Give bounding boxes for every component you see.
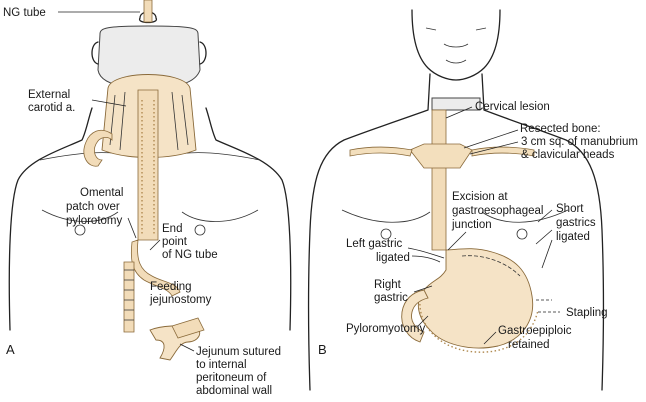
label-excision-1: Excision at bbox=[452, 191, 508, 203]
label-omental-2: patch over bbox=[66, 201, 120, 213]
panel-a-torso-outline bbox=[8, 107, 292, 331]
label-right-gastric-2: gastric bbox=[374, 292, 408, 304]
panel-a-left-nipple bbox=[74, 224, 86, 236]
panel-b-duodenum bbox=[401, 289, 429, 343]
label-omental-1: Omental bbox=[80, 187, 123, 199]
panel-b-stapling-line bbox=[461, 255, 521, 277]
leader-external-carotid bbox=[91, 99, 127, 107]
panel-b-cervical-region bbox=[431, 97, 481, 111]
label-gastroepiploic-2: retained bbox=[508, 339, 550, 351]
label-feeding-2: jejunostomy bbox=[149, 294, 212, 306]
label-jejunum-3: peritoneum of bbox=[196, 372, 267, 384]
panel-b-chest-lines bbox=[341, 209, 569, 223]
panel-label-b: B bbox=[318, 342, 327, 357]
leader-end-point bbox=[149, 239, 161, 251]
label-excision-3: junction bbox=[451, 219, 492, 231]
panel-a-jejunal-tube bbox=[123, 261, 135, 333]
label-left-gastric-2: ligated bbox=[376, 252, 410, 264]
label-cervical-lesion: Cervical lesion bbox=[475, 101, 550, 113]
panel-a-neck-fibers bbox=[109, 91, 189, 151]
label-excision-2: gastroesophageal bbox=[452, 205, 543, 217]
label-jejunum-2: to internal bbox=[196, 359, 247, 371]
leader-short-gastrics bbox=[535, 209, 553, 269]
label-end-point-3: of NG tube bbox=[162, 249, 218, 261]
label-jejunum-4: abdominal wall bbox=[196, 385, 272, 397]
panel-a-tube-marks bbox=[124, 269, 134, 321]
label-omental-3: pylorotomy bbox=[66, 215, 122, 227]
panel-b-esophagus bbox=[431, 109, 447, 251]
label-stapling: Stapling bbox=[566, 307, 608, 319]
leader-excision bbox=[447, 231, 467, 251]
panel-b-right-nipple bbox=[516, 228, 528, 240]
leader-cervical-lesion bbox=[445, 106, 473, 119]
panel-a-right-nipple bbox=[194, 224, 206, 236]
panel-a-ng-tube bbox=[143, 0, 153, 23]
leader-omental bbox=[127, 217, 137, 239]
panel-a-jejunostomy-tube bbox=[171, 317, 205, 339]
leader-gastroepiploic bbox=[483, 331, 497, 345]
panel-b-clavicle-left bbox=[349, 146, 413, 157]
panel-a-external-carotid-tube bbox=[83, 129, 113, 167]
panel-b-figure bbox=[307, 9, 605, 391]
panel-a-conduit-sutures bbox=[141, 100, 155, 236]
leader-resected-bone bbox=[463, 129, 519, 155]
label-ng-tube: NG tube bbox=[3, 7, 46, 19]
leader-right-gastric bbox=[413, 285, 433, 293]
panel-label-a: A bbox=[6, 342, 15, 357]
leader-pyloromyotomy bbox=[417, 315, 429, 327]
panel-b-left-nipple bbox=[380, 228, 392, 240]
label-external-carotid-2: carotid a. bbox=[28, 102, 75, 114]
panel-a-gastric-tube bbox=[130, 239, 181, 297]
panel-a-figure bbox=[8, 0, 292, 361]
panel-b-left-gastric-vessels bbox=[407, 247, 445, 263]
panel-b-gastroepiploic-arcade bbox=[419, 299, 539, 353]
label-short-gastrics-3: ligated bbox=[556, 231, 590, 243]
label-right-gastric-1: Right bbox=[374, 279, 402, 291]
label-jejunum-1: Jejunum sutured bbox=[196, 346, 281, 358]
label-resected-3: & clavicular heads bbox=[521, 149, 615, 161]
label-resected-1: Resected bone: bbox=[520, 123, 601, 135]
panel-b-resected-bone bbox=[409, 143, 473, 169]
label-feeding-1: Feeding bbox=[150, 281, 192, 293]
panel-a-labels: NG tube External carotid a. Omental patc… bbox=[3, 7, 281, 397]
panel-a-esophagus bbox=[137, 89, 159, 241]
panel-a-ears bbox=[91, 41, 207, 65]
panel-a-chest-lines bbox=[41, 209, 259, 222]
label-external-carotid-1: External bbox=[28, 89, 70, 101]
label-end-point-2: point bbox=[162, 236, 188, 248]
panel-b-labels: Cervical lesion Resected bone: 3 cm sq. … bbox=[318, 101, 638, 357]
panel-a-nose bbox=[139, 11, 157, 24]
label-short-gastrics-2: gastrics bbox=[556, 217, 596, 229]
panel-b-face-features bbox=[425, 27, 487, 64]
label-pyloromyotomy: Pyloromyotomy bbox=[346, 323, 425, 335]
label-gastroepiploic-1: Gastroepiploic bbox=[498, 325, 572, 337]
label-end-point-1: End bbox=[162, 223, 182, 235]
panel-b-neck-and-shoulders bbox=[307, 73, 605, 391]
leader-jejunum bbox=[179, 343, 195, 352]
label-resected-2: 3 cm sq. of manubrium bbox=[521, 136, 638, 148]
label-short-gastrics-1: Short bbox=[556, 203, 584, 215]
label-left-gastric-1: Left gastric bbox=[346, 238, 402, 250]
panel-b-head-outline bbox=[411, 9, 501, 81]
